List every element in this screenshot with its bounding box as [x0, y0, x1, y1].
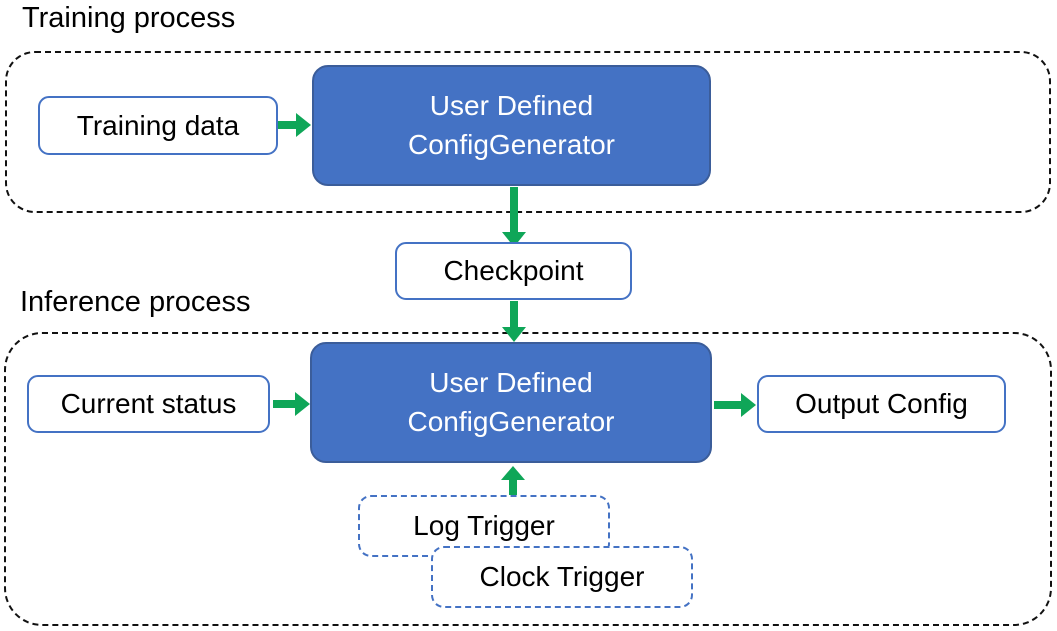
clock-trigger-label: Clock Trigger [479, 561, 645, 592]
arrow-head-right-icon [296, 113, 311, 137]
current-status-node: Current status [27, 375, 270, 433]
arrow-head-right-icon [295, 392, 310, 416]
log-trigger-label: Log Trigger [413, 510, 555, 541]
clock-trigger-node: Clock Trigger [431, 546, 693, 608]
arrow-training-data-to-generator [273, 113, 311, 137]
arrow-shaft [714, 401, 741, 409]
training-config-generator-node: User Defined ConfigGenerator [312, 65, 711, 186]
inference-generator-line1: User Defined [429, 366, 593, 398]
training-generator-line2: ConfigGenerator [407, 128, 615, 160]
arrow-head-up-icon [501, 466, 525, 480]
inference-generator-line2: ConfigGenerator [407, 405, 615, 437]
inference-section-label: Inference process [20, 286, 251, 318]
arrow-head-right-icon [741, 393, 756, 417]
arrow-triggers-to-generator [501, 466, 525, 495]
arrow-generator-to-output-config [714, 393, 756, 417]
arrow-head-down-icon [502, 327, 526, 342]
arrow-shaft [510, 301, 518, 327]
arrow-shaft [509, 480, 517, 495]
training-generator-line1: User Defined [429, 89, 594, 121]
checkpoint-node: Checkpoint [395, 242, 632, 300]
arrow-shaft [273, 121, 296, 129]
inference-config-generator-node: User Defined ConfigGenerator [310, 342, 712, 463]
training-data-node: Training data [38, 96, 278, 155]
inference-process-container [4, 332, 1052, 626]
current-status-label: Current status [60, 388, 237, 419]
output-config-node: Output Config [757, 375, 1006, 433]
arrow-shaft [510, 187, 518, 232]
arrow-generator-to-checkpoint [502, 187, 526, 247]
arrow-current-status-to-generator [273, 392, 310, 416]
arrow-checkpoint-to-inference-generator [502, 301, 526, 342]
checkpoint-label: Checkpoint [443, 255, 584, 286]
training-section-label: Training process [22, 2, 236, 34]
training-process-container [5, 51, 1051, 213]
output-config-label: Output Config [795, 388, 968, 419]
arrow-shaft [273, 400, 295, 408]
training-data-label: Training data [76, 109, 240, 141]
